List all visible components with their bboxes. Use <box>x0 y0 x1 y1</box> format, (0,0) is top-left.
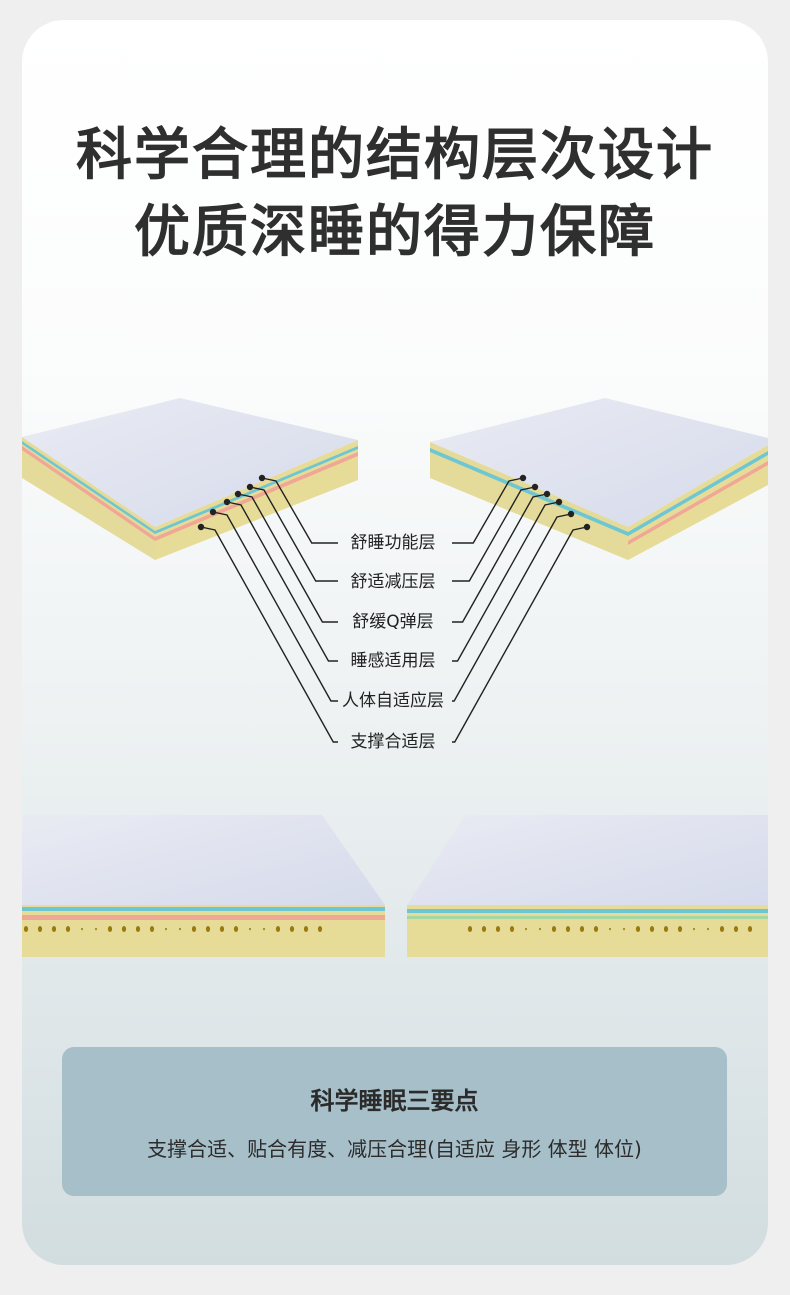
leader-dot <box>223 498 231 506</box>
foam-hole <box>623 927 625 931</box>
foam-hole <box>37 926 43 932</box>
foam-hole <box>135 926 141 932</box>
mattress-cutaway-right <box>430 398 768 560</box>
foam-hole <box>719 926 725 932</box>
layer-label: 支撑合适层 <box>350 732 436 752</box>
headline-line-2: 优质深睡的得力保障 <box>134 200 656 265</box>
foam-hole <box>205 926 211 932</box>
foam-hole <box>65 926 71 932</box>
foam-hole <box>565 926 571 932</box>
layer-label: 舒缓Q弹层 <box>352 612 434 632</box>
leader-dot <box>246 483 254 491</box>
foam-hole <box>467 926 473 932</box>
foam-hole <box>233 926 239 932</box>
foam-hole <box>107 926 113 932</box>
layer-label: 睡感适用层 <box>350 651 436 671</box>
headline-line-1: 科学合理的结构层次设计 <box>76 123 714 188</box>
leader-line <box>200 526 338 743</box>
foam-hole <box>289 926 295 932</box>
layer-label: 舒适减压层 <box>350 572 436 592</box>
foam-hole <box>593 926 599 932</box>
leader-dot <box>234 490 242 498</box>
sleep-tips-box: 科学睡眠三要点 支撑合适、贴合有度、减压合理(自适应 身形 体型 体位) <box>62 1047 727 1196</box>
mattress-cutaway-left <box>22 398 358 560</box>
foam-hole <box>191 926 197 932</box>
foam-hole <box>509 926 515 932</box>
foam-hole <box>51 926 57 932</box>
mattress-side-left <box>22 815 385 957</box>
leader-line <box>452 477 524 544</box>
leader-dot <box>519 474 527 482</box>
foam-hole <box>707 927 709 931</box>
foam-hole <box>23 926 29 932</box>
foam-hole <box>663 926 669 932</box>
leader-line <box>249 486 338 582</box>
foam-hole <box>677 926 683 932</box>
foam-hole <box>275 926 281 932</box>
foam-hole <box>121 926 127 932</box>
foam-hole <box>179 927 181 931</box>
leader-line <box>226 501 338 662</box>
sleep-tips-title: 科学睡眠三要点 <box>310 1087 479 1115</box>
mattress-side-right <box>407 815 768 957</box>
foam-hole <box>149 926 155 932</box>
leader-dot <box>583 523 591 531</box>
foam-hole <box>263 927 265 931</box>
leader-dot <box>567 510 575 518</box>
foam-hole <box>733 926 739 932</box>
leader-line <box>452 501 560 662</box>
foam-hole <box>539 927 541 931</box>
leader-line <box>237 493 338 623</box>
foam-hole <box>635 926 641 932</box>
leader-line <box>212 511 338 702</box>
leader-dot <box>258 474 266 482</box>
leader-line <box>452 493 548 623</box>
foam-hole <box>747 926 753 932</box>
foam-holes <box>23 926 753 932</box>
leader-dot <box>197 523 205 531</box>
foam-hole <box>495 926 501 932</box>
leader-lines <box>197 474 591 743</box>
leader-line <box>452 486 536 582</box>
layer-label: 人体自适应层 <box>342 691 444 711</box>
foam-hole <box>579 926 585 932</box>
layer-label: 舒睡功能层 <box>350 533 436 553</box>
leader-dot <box>555 498 563 506</box>
foam-hole <box>317 926 323 932</box>
foam-hole <box>81 927 83 931</box>
foam-hole <box>95 927 97 931</box>
foam-hole <box>165 927 167 931</box>
leader-line <box>452 526 588 743</box>
foam-hole <box>303 926 309 932</box>
leader-dot <box>543 490 551 498</box>
foam-hole <box>693 927 695 931</box>
foam-hole <box>609 927 611 931</box>
foam-hole <box>249 927 251 931</box>
leader-line <box>261 477 338 544</box>
foam-hole <box>525 927 527 931</box>
foam-hole <box>551 926 557 932</box>
foam-hole <box>649 926 655 932</box>
foam-hole <box>481 926 487 932</box>
leader-dot <box>209 508 217 516</box>
leader-line <box>452 513 572 702</box>
leader-dot <box>531 483 539 491</box>
sleep-tips-text: 支撑合适、贴合有度、减压合理(自适应 身形 体型 体位) <box>147 1137 642 1161</box>
foam-hole <box>219 926 225 932</box>
